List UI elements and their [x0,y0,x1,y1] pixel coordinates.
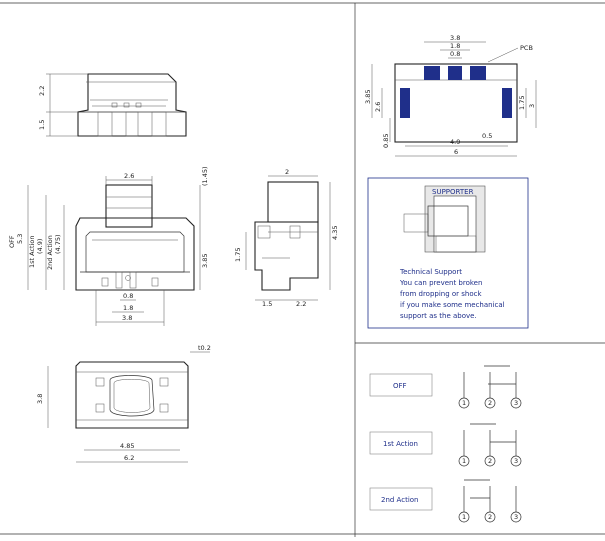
front-dim-off-value: 5.3 [16,234,24,244]
pcb-label: PCB [520,44,533,52]
state-second-pin-2-label: 2 [488,513,492,521]
state-second-action: 2nd Action 1 2 3 [369,479,522,523]
pcb-dim-26: 2.6 [374,102,382,112]
pcb-dim-08: 0.8 [450,50,460,58]
front-view: 2.6 3.8 1.8 0.8 (1.45) 3.85 OFF 5.3 1st … [8,166,209,326]
state-first-pin-2 [484,455,496,467]
pcb-pad-1 [424,66,440,80]
bottom-dim-tol: t0.2 [198,344,211,352]
front-dim-second-action-value: (4.75) [54,234,62,254]
pcb-pad-3 [470,66,486,80]
state-second-pin-3 [510,511,522,523]
state-off-pin-1-label: 1 [462,399,466,407]
pcb-view: PCB 3.8 1.8 0.8 3.85 2.6 0.85 1.75 3 4.9… [364,34,537,157]
state-first-label: 1st Action [383,440,418,448]
front-dim-inner2: 0.8 [123,292,133,300]
state-first-pin-1 [458,455,470,467]
state-second-pin-1 [458,511,470,523]
state-second-label: 2nd Action [381,496,418,504]
front-dim-width-top: 2.6 [124,172,134,180]
front-dim-paren: (1.45) [201,166,209,186]
state-off-label: OFF [393,382,407,390]
top-dim-b: 1.5 [38,120,46,130]
support-line-3: from dropping or shock [400,290,483,298]
state-first-pin-1-label: 1 [462,457,466,465]
state-off-pin-1 [458,397,470,409]
state-second-pin-3-label: 3 [514,513,518,521]
top-view: 2.2 1.5 [38,73,187,137]
pcb-dim-18: 1.8 [450,42,460,50]
supporter-title: SUPPORTER [432,188,474,196]
pcb-dim-3: 3 [528,104,536,108]
state-second-pin-2 [484,511,496,523]
state-off-pin-3 [510,397,522,409]
front-dim-second-action: 2nd Action [46,235,54,270]
supporter-box: SUPPORTER Technical Support You can prev… [367,177,529,329]
side-dim-top: 2 [285,168,289,176]
pcb-dim-6: 6 [454,148,458,156]
bottom-dim-height: 3.8 [36,394,44,404]
front-dim-first-action-value: (4.9) [36,239,44,254]
side-dim-bottom-b: 2.2 [296,300,306,308]
state-off-pin-2 [484,397,496,409]
pcb-pad-left [400,88,410,118]
side-view: 2 4.35 1.75 1.5 2.2 [234,168,339,308]
state-off-box [369,373,433,397]
bottom-view: t0.2 3.8 4.85 6.2 [36,344,211,463]
support-line-2: You can prevent broken [399,279,482,287]
front-dim-height: 3.85 [201,254,209,268]
state-first-action: 1st Action 1 2 3 [369,423,522,467]
top-dim-a: 2.2 [38,86,46,96]
support-line-1: Technical Support [399,268,462,276]
pcb-dim-085: 0.85 [382,134,390,148]
bottom-dim-inner: 4.85 [120,442,134,450]
side-dim-left: 1.75 [234,248,242,262]
state-off-pin-2-label: 2 [488,399,492,407]
pcb-pad-right [502,88,512,118]
state-second-box [369,487,433,511]
side-dim-right: 4.35 [331,226,339,240]
pcb-dim-49: 4.9 [450,138,460,146]
state-first-box [369,431,433,455]
front-dim-inner1: 1.8 [123,304,133,312]
front-dim-width-bottom: 3.8 [122,314,132,322]
state-second-pin-1-label: 1 [462,513,466,521]
state-off-pin-3-label: 3 [514,399,518,407]
pcb-pad-2 [448,66,462,80]
front-dim-off: OFF [8,235,16,248]
support-line-5: support as the above. [400,312,477,320]
state-first-pin-2-label: 2 [488,457,492,465]
pcb-dim-05: 0.5 [482,132,492,140]
pcb-dim-385: 3.85 [364,90,372,104]
front-dim-first-action: 1st Action [28,236,36,269]
bottom-dim-outer: 6.2 [124,454,134,462]
pcb-dim-175: 1.75 [518,96,526,110]
state-first-pin-3 [510,455,522,467]
state-off: OFF 1 2 3 [369,365,522,409]
state-first-pin-3-label: 3 [514,457,518,465]
pcb-dim-38: 3.8 [450,34,460,42]
side-dim-bottom-a: 1.5 [262,300,272,308]
support-line-4: if you make some mechanical [400,301,505,309]
